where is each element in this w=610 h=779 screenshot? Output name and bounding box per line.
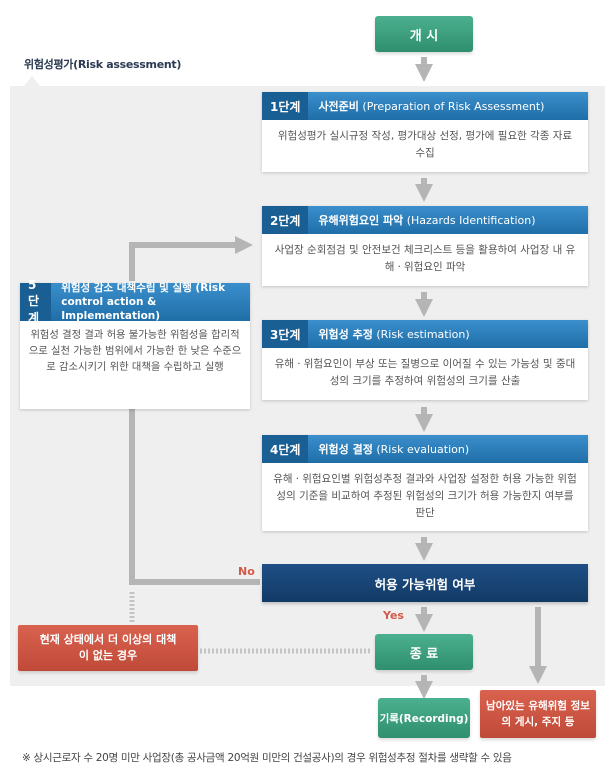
residual-hazard-box: 남아있는 유해위험 정보의 게시, 주지 등 bbox=[480, 690, 596, 738]
start-label: 개 시 bbox=[409, 28, 439, 44]
step-3-card: 3단계 위험성 추정 (Risk estimation) 유해ㆍ위험요인이 부상… bbox=[262, 320, 588, 400]
step-3-title-ko: 위험성 추정 bbox=[318, 328, 373, 341]
step-2-title-en: (Hazards Identification) bbox=[406, 214, 536, 227]
step-5-card: 5단계 위험성 감소 대책수립 및 실행 (Risk control actio… bbox=[20, 278, 250, 409]
arrow-step5-to-step2 bbox=[129, 236, 253, 281]
step-3-title-en: (Risk estimation) bbox=[376, 328, 470, 341]
residual-hazard-label: 남아있는 유해위험 정보의 게시, 주지 등 bbox=[486, 700, 590, 728]
no-further-action-box: 현재 상태에서 더 이상의 대책이 없는 경우 bbox=[18, 625, 198, 671]
record-node: 기록(Recording) bbox=[378, 698, 470, 738]
step-3-body: 유해ㆍ위험요인이 부상 또는 질병으로 이어질 수 있는 가능성 및 중대성의 … bbox=[274, 358, 576, 387]
step-5-body: 위험성 결정 결과 허용 불가능한 위험성을 합리적으로 실천 가능한 범위에서… bbox=[28, 329, 242, 373]
step-2-header: 2단계 유해위험요인 파악 (Hazards Identification) bbox=[262, 206, 588, 234]
step-5-title: 위험성 감소 대책수립 및 실행 (Risk control action & … bbox=[61, 282, 226, 322]
end-label: 종 료 bbox=[409, 646, 439, 662]
step-4-tag: 4단계 bbox=[262, 435, 309, 463]
step-2-body: 사업장 순회점검 및 안전보건 체크리스트 등을 활용하여 사업장 내 유해ㆍ위… bbox=[274, 244, 576, 273]
step-3-tag: 3단계 bbox=[262, 320, 309, 348]
step-1-title-en: (Preparation of Risk Assessment) bbox=[362, 100, 545, 113]
step-4-card: 4단계 위험성 결정 (Risk evaluation) 유해ㆍ위험요인별 위험… bbox=[262, 435, 588, 531]
end-node: 종 료 bbox=[375, 634, 473, 670]
record-label: 기록(Recording) bbox=[379, 712, 469, 725]
no-label: No bbox=[238, 565, 255, 578]
step-3-header: 3단계 위험성 추정 (Risk estimation) bbox=[262, 320, 588, 348]
step-2-card: 2단계 유해위험요인 파악 (Hazards Identification) 사… bbox=[262, 206, 588, 286]
step-2-title: 유해위험요인 파악 (Hazards Identification) bbox=[308, 212, 535, 228]
step-3-title: 위험성 추정 (Risk estimation) bbox=[308, 326, 469, 342]
section-label: 위험성평가(Risk assessment) bbox=[24, 58, 182, 71]
step-4-title-ko: 위험성 결정 bbox=[318, 443, 373, 456]
yes-label: Yes bbox=[383, 609, 404, 622]
no-further-action-label: 현재 상태에서 더 이상의 대책이 없는 경우 bbox=[39, 633, 177, 662]
step-1-title-ko: 사전준비 bbox=[318, 100, 359, 113]
step-2-tag: 2단계 bbox=[262, 206, 309, 234]
step-4-title: 위험성 결정 (Risk evaluation) bbox=[308, 441, 469, 457]
decision-node: 허용 가능위험 여부 bbox=[262, 564, 588, 602]
footnote: ※ 상시근로자 수 20명 미만 사업장(총 공사금액 20억원 미만의 건설공… bbox=[22, 752, 512, 764]
arrow-no-to-step5 bbox=[123, 391, 260, 585]
panel-notch bbox=[24, 76, 40, 86]
step-1-body: 위험성평가 실시규정 작성, 평가대상 선정, 평가에 필요한 각종 자료 수집 bbox=[277, 130, 573, 159]
step-1-card: 1단계 사전준비 (Preparation of Risk Assessment… bbox=[262, 92, 588, 172]
step-1-title: 사전준비 (Preparation of Risk Assessment) bbox=[308, 98, 544, 114]
step-1-header: 1단계 사전준비 (Preparation of Risk Assessment… bbox=[262, 92, 588, 120]
step-5-tag: 5단계 bbox=[20, 278, 52, 325]
step-4-body: 유해ㆍ위험요인별 위험성추정 결과와 사업장 설정한 허용 가능한 위험성의 기… bbox=[273, 473, 577, 519]
step-4-title-en: (Risk evaluation) bbox=[376, 443, 470, 456]
step-2-title-ko: 유해위험요인 파악 bbox=[318, 214, 404, 227]
start-node: 개 시 bbox=[375, 16, 473, 52]
step-4-header: 4단계 위험성 결정 (Risk evaluation) bbox=[262, 435, 588, 463]
step-1-tag: 1단계 bbox=[262, 92, 309, 120]
step-5-header: 5단계 위험성 감소 대책수립 및 실행 (Risk control actio… bbox=[20, 278, 250, 325]
decision-label: 허용 가능위험 여부 bbox=[374, 576, 476, 592]
